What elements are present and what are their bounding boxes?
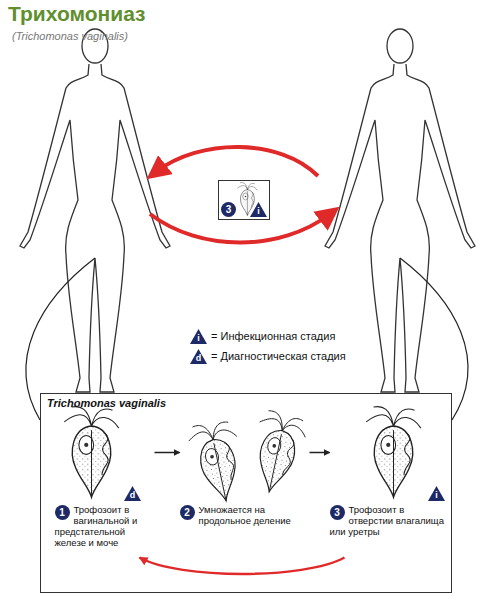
callout-number: 3 bbox=[330, 505, 345, 520]
legend-text: = Инфекционная стадия bbox=[211, 330, 335, 342]
cycle-arrow bbox=[140, 558, 345, 575]
panel-box: Trichomonas vaginalis1Трофозоит в вагина… bbox=[40, 393, 452, 593]
stage-symbol: d bbox=[190, 349, 207, 364]
panel-title: Trichomonas vaginalis bbox=[41, 394, 451, 412]
stage-symbol: i bbox=[250, 202, 267, 217]
stage-symbol: i bbox=[428, 486, 445, 501]
transmission-arrow bbox=[150, 214, 330, 243]
stage-arrow bbox=[310, 452, 330, 454]
stage-arrow bbox=[155, 452, 180, 454]
diagram-title: Трихомониаз bbox=[8, 2, 146, 26]
stage-node: 3Трофозоит в отверстии влагалища или уре… bbox=[330, 408, 445, 558]
stage-text: Трофозоит в отверстии влагалища или урет… bbox=[330, 504, 445, 538]
callout-number: 1 bbox=[55, 505, 70, 520]
callout-number: 2 bbox=[180, 505, 195, 520]
stage-node: 1Трофозоит в вагинальной и предстательно… bbox=[55, 408, 155, 558]
callout-number: 3 bbox=[221, 202, 236, 217]
stage-symbol: i bbox=[190, 329, 207, 344]
leader-curve bbox=[26, 258, 95, 420]
dividing-trophozoite bbox=[186, 418, 249, 506]
subtitle: (Trichomonas vaginalis) bbox=[12, 30, 128, 42]
stage-symbol: d bbox=[124, 486, 141, 501]
transmission-arrow bbox=[156, 147, 318, 176]
legend-text: = Диагностическая стадия bbox=[211, 350, 346, 362]
trophozoite bbox=[64, 407, 119, 498]
dividing-trophozoite bbox=[246, 409, 309, 497]
stage-node: 2Умножается на продольное деление bbox=[180, 408, 310, 558]
stage-text: Умножается на продольное деление bbox=[180, 504, 310, 526]
stage-text: Трофозоит в вагинальной и предстательной… bbox=[55, 504, 155, 549]
leader-curve bbox=[400, 258, 468, 420]
female-figure bbox=[20, 29, 170, 392]
trophozoite bbox=[366, 407, 421, 498]
male-figure bbox=[325, 29, 475, 392]
infective-box: 3i bbox=[218, 180, 270, 220]
